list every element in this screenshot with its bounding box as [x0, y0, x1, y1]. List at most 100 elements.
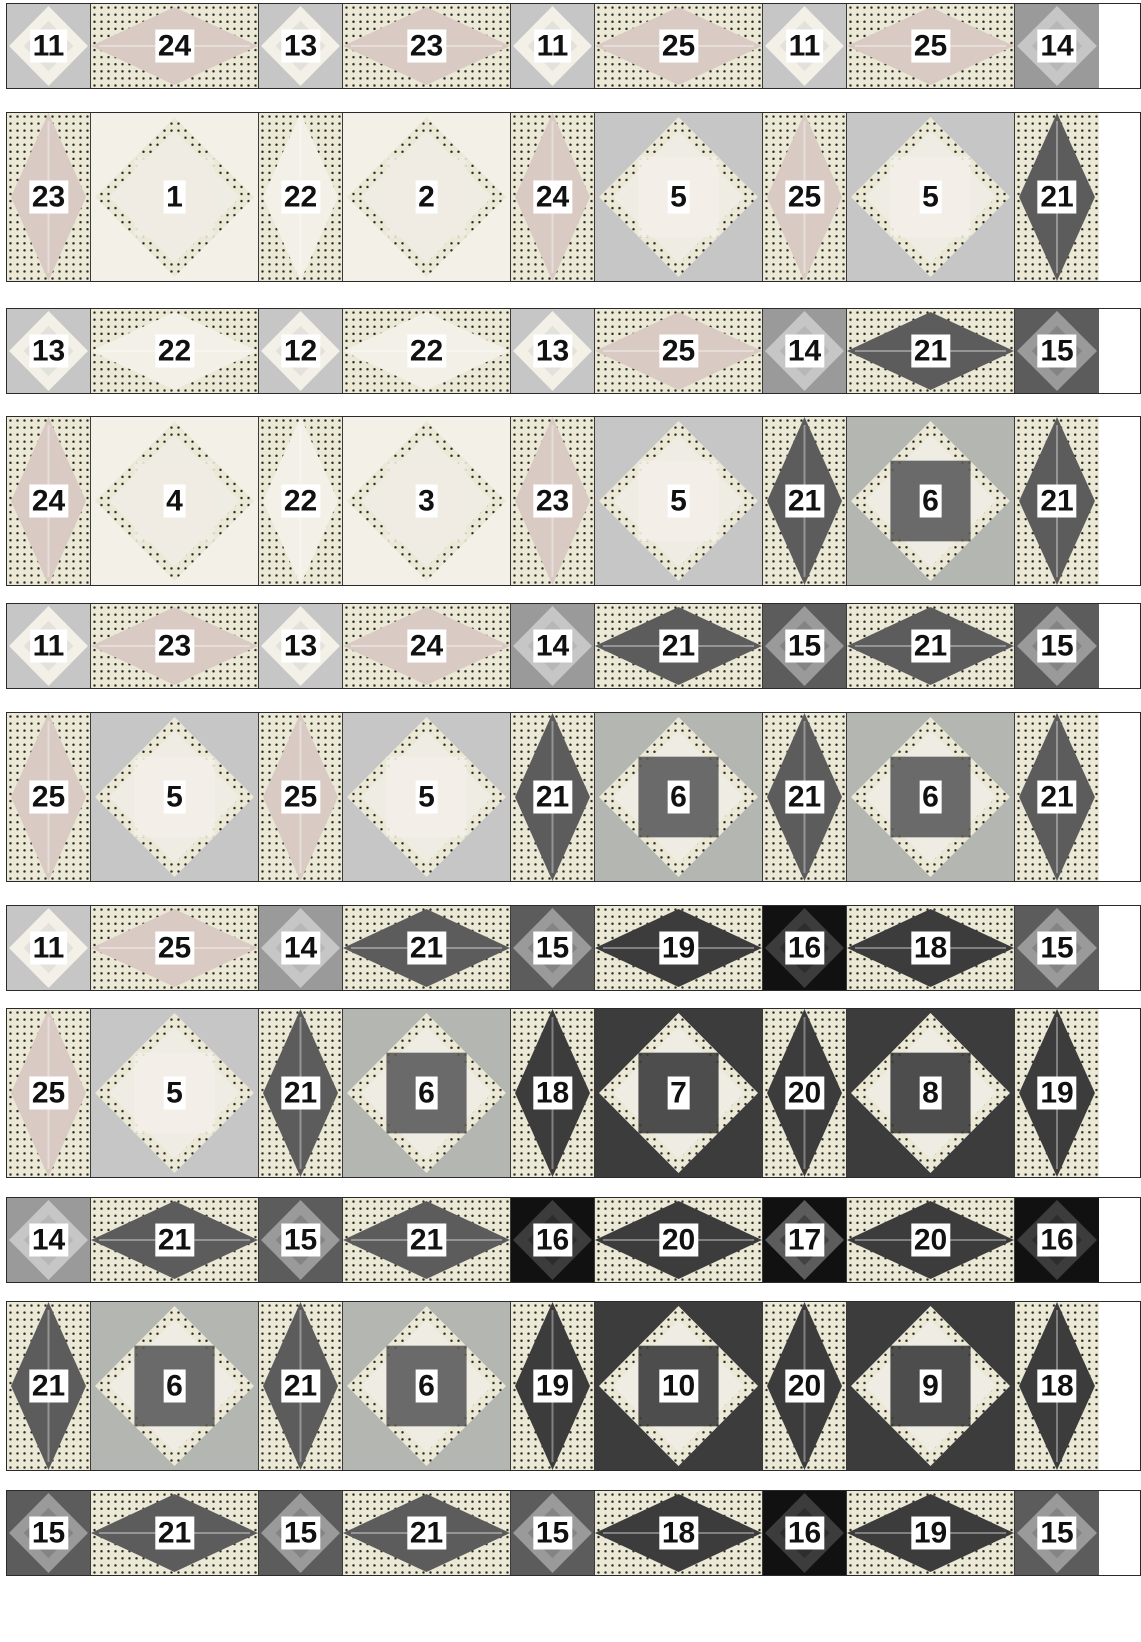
quilt-block: 24 [91, 4, 259, 88]
block-number-label: 15 [1037, 630, 1076, 663]
block-number-label: 5 [919, 181, 942, 214]
block-number-label: 20 [911, 1224, 950, 1257]
block-number-label: 18 [659, 1517, 698, 1550]
block-number-label: 8 [919, 1077, 942, 1110]
block-number-label: 13 [281, 30, 320, 63]
block-number-label: 11 [786, 30, 824, 63]
quilt-block: 20 [763, 1302, 847, 1470]
block-number-label: 23 [29, 181, 68, 214]
block-number-label: 16 [785, 932, 824, 965]
quilt-block: 18 [847, 906, 1015, 990]
quilt-block: 10 [595, 1302, 763, 1470]
block-number-label: 6 [163, 1370, 186, 1403]
quilt-block: 23 [91, 604, 259, 688]
quilt-block: 21 [1015, 417, 1099, 585]
block-number-label: 23 [533, 485, 572, 518]
block-number-label: 13 [281, 630, 320, 663]
block-number-label: 5 [667, 181, 690, 214]
quilt-block: 22 [91, 309, 259, 393]
block-number-label: 18 [533, 1077, 572, 1110]
block-number-label: 5 [667, 485, 690, 518]
block-number-label: 6 [415, 1077, 438, 1110]
quilt-block: 5 [595, 113, 763, 281]
quilt-block: 20 [847, 1198, 1015, 1282]
block-number-label: 15 [1037, 1517, 1076, 1550]
quilt-block: 25 [7, 713, 91, 881]
quilt-block: 25 [7, 1009, 91, 1177]
quilt-block: 24 [511, 113, 595, 281]
quilt-row-3: 132212221325142115 [6, 308, 1141, 394]
block-number-label: 21 [281, 1077, 320, 1110]
quilt-block: 15 [763, 604, 847, 688]
quilt-block: 4 [91, 417, 259, 585]
block-number-label: 21 [1037, 781, 1076, 814]
block-number-label: 11 [30, 30, 68, 63]
quilt-row-7: 112514211519161815 [6, 905, 1141, 991]
block-number-label: 9 [919, 1370, 942, 1403]
block-number-label: 25 [29, 1077, 68, 1110]
block-number-label: 22 [155, 335, 194, 368]
quilt-block: 19 [511, 1302, 595, 1470]
quilt-block: 14 [1015, 4, 1099, 88]
quilt-block: 21 [847, 309, 1015, 393]
quilt-block: 23 [511, 417, 595, 585]
quilt-block: 22 [259, 417, 343, 585]
block-number-label: 16 [533, 1224, 572, 1257]
quilt-block: 1 [91, 113, 259, 281]
quilt-block: 13 [259, 604, 343, 688]
quilt-block: 21 [91, 1491, 259, 1575]
quilt-block: 21 [7, 1302, 91, 1470]
quilt-block: 5 [595, 417, 763, 585]
quilt-block: 19 [847, 1491, 1015, 1575]
block-number-label: 25 [29, 781, 68, 814]
block-number-label: 13 [533, 335, 572, 368]
block-number-label: 5 [163, 781, 186, 814]
quilt-block: 25 [259, 713, 343, 881]
quilt-block: 21 [259, 1302, 343, 1470]
block-number-label: 21 [1037, 485, 1076, 518]
block-number-label: 22 [281, 485, 320, 518]
block-number-label: 14 [29, 1224, 68, 1257]
quilt-block: 11 [7, 4, 91, 88]
block-number-label: 24 [533, 181, 572, 214]
quilt-block: 5 [91, 1009, 259, 1177]
quilt-block: 15 [511, 906, 595, 990]
quilt-block: 5 [847, 113, 1015, 281]
quilt-block: 25 [763, 113, 847, 281]
block-number-label: 21 [407, 932, 446, 965]
quilt-block: 8 [847, 1009, 1015, 1177]
quilt-block: 12 [259, 309, 343, 393]
block-number-label: 11 [534, 30, 572, 63]
block-number-label: 21 [785, 781, 824, 814]
quilt-block: 16 [763, 1491, 847, 1575]
block-number-label: 15 [1037, 932, 1076, 965]
quilt-block: 18 [1015, 1302, 1099, 1470]
quilt-block: 15 [1015, 309, 1099, 393]
block-number-label: 21 [911, 335, 950, 368]
quilt-block: 21 [259, 1009, 343, 1177]
quilt-block: 5 [343, 713, 511, 881]
block-number-label: 21 [911, 630, 950, 663]
quilt-block: 21 [511, 713, 595, 881]
block-number-label: 21 [1037, 181, 1076, 214]
quilt-block: 21 [343, 1198, 511, 1282]
block-number-label: 10 [659, 1370, 698, 1403]
block-number-label: 16 [1037, 1224, 1076, 1257]
quilt-block: 6 [343, 1302, 511, 1470]
quilt-block: 2 [343, 113, 511, 281]
quilt-block: 20 [595, 1198, 763, 1282]
quilt-row-4: 24422323521621 [6, 416, 1141, 586]
quilt-block: 6 [847, 713, 1015, 881]
quilt-block: 15 [7, 1491, 91, 1575]
block-number-label: 19 [659, 932, 698, 965]
block-number-label: 25 [911, 30, 950, 63]
block-number-label: 19 [911, 1517, 950, 1550]
block-number-label: 6 [919, 781, 942, 814]
block-number-label: 25 [659, 30, 698, 63]
block-number-label: 14 [1037, 30, 1076, 63]
block-number-label: 15 [533, 1517, 572, 1550]
